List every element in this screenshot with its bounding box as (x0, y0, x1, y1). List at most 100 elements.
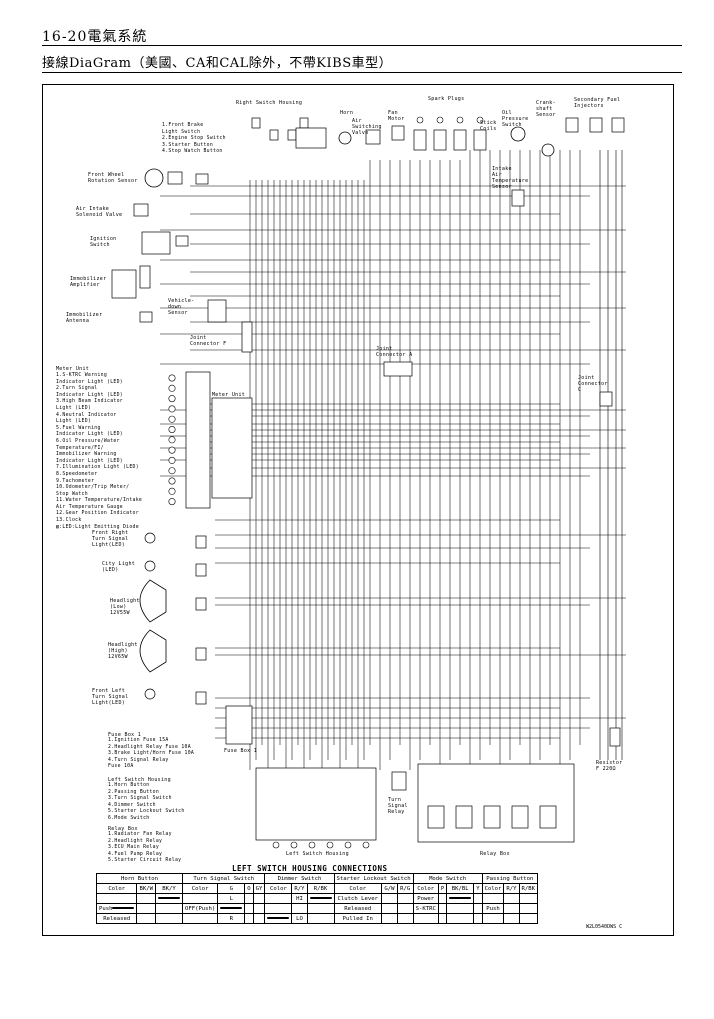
table-cell (518, 913, 539, 924)
relay-box-label: Relay Box (480, 851, 510, 857)
list-item: 2.Turn Signal (56, 386, 98, 392)
table-cell (95, 893, 138, 904)
meter-item-number-icon (168, 477, 176, 485)
table-cell (136, 913, 156, 924)
list-item: Light Switch (162, 129, 201, 135)
list-item: 3.Turn Signal Switch (108, 796, 172, 802)
table-cell: R/Y (291, 883, 308, 894)
turn-signal-relay-label: Turn Signal Relay (388, 797, 408, 815)
diagram-frame (42, 84, 674, 936)
fuse-box-1 (225, 705, 253, 745)
table-cell (181, 893, 219, 904)
table-cell (473, 893, 483, 904)
table-cell: BK/W (136, 883, 156, 894)
horn-icon (338, 131, 352, 145)
table-cell (154, 913, 183, 924)
table-cell: HI (291, 893, 308, 904)
table-cell (264, 913, 293, 924)
list-item: 2.Engine Stop Switch (162, 136, 226, 142)
list-item: 5.Starter Lockout Switch (108, 809, 185, 815)
table-cell (446, 893, 475, 904)
front-left-turn-label: Front Left Turn Signal Light(LED) (92, 688, 129, 706)
meter-unit-connector (211, 397, 253, 499)
relay-icon (539, 805, 557, 829)
switch-number-icon (362, 841, 370, 849)
vehicle-down-sensor (207, 299, 227, 323)
switch-bar-icon (449, 897, 472, 899)
meter-unit-title: Meter Unit (56, 366, 90, 372)
switch-connector (287, 129, 297, 141)
air-switching-valve-label: Air Switching Valve (352, 118, 382, 136)
city-light-icon (144, 560, 156, 572)
table-cell: L (217, 893, 246, 904)
crankshaft-sensor-label: Crank- shaft Sensor (536, 100, 556, 118)
city-light-label: City Light (LED) (102, 561, 136, 573)
list-item: 8.Speedometer (56, 471, 98, 477)
list-item: 2.Headlight Relay Fuse 10A (108, 744, 191, 750)
list-item: 6.Oil Pressure/Water (56, 438, 120, 444)
meter-unit-block (185, 371, 211, 509)
table-cell (446, 913, 475, 924)
left-switch-housing-block (255, 767, 377, 841)
lamp-connector (195, 597, 207, 611)
turn-signal-icon (144, 532, 156, 544)
table-cell (154, 893, 183, 904)
left-switch-title: Left Switch Housing (108, 777, 171, 783)
headlight-high-icon (139, 629, 167, 673)
list-item: 4.Dimmer Switch (108, 802, 156, 808)
table-cell (244, 893, 254, 904)
air-switching-valve (365, 129, 381, 145)
table-cell: R/G (396, 883, 414, 894)
table-cell (396, 893, 414, 904)
headlight-high-label: Headlight (High) 12V65W (108, 642, 138, 660)
list-item: Air Temperature Gauge (56, 504, 123, 510)
list-item: 5.Starter Circuit Relay (108, 858, 182, 864)
turn-signal-icon (144, 688, 156, 700)
relay-icon (427, 805, 445, 829)
table-cell: Color (333, 883, 383, 894)
subtitle-rule (42, 72, 682, 73)
right-switch-housing-label: Right Switch Housing (236, 100, 303, 106)
table-cell (473, 903, 483, 914)
left-switch-housing-label: Left Switch Housing (286, 851, 349, 857)
table-cell (446, 903, 475, 914)
list-item: 1.Horn Button (108, 783, 150, 788)
spark-plug-icon (416, 116, 424, 124)
list-item: 7.Illumination Light (LED) (56, 465, 139, 471)
list-item: 2.Passing Button (108, 789, 160, 795)
table-cell: Color (481, 883, 505, 894)
table-cell: Color (412, 883, 439, 894)
table-cell (437, 893, 448, 904)
intake-air-temp-sensor (511, 189, 525, 207)
table-cell: R/Y (503, 883, 520, 894)
table-cell (306, 913, 335, 924)
air-intake-valve-label: Air Intake Solenoid Valve (76, 206, 123, 218)
table-cell (252, 893, 266, 904)
switch-bar-icon (309, 897, 332, 899)
list-item: 3.ECU Main Relay (108, 845, 160, 851)
list-item: 1.Ignition Fuse 15A (108, 738, 169, 743)
lamp-connector (195, 535, 207, 549)
immobilizer-amplifier-label: Immobilizer Amplifier (70, 276, 107, 288)
table-cell (437, 903, 448, 914)
switch-number-icon (272, 841, 280, 849)
meter-item-number-icon (168, 487, 176, 495)
list-item: 11.Water Temperature/Intake (56, 498, 143, 504)
meter-item-number-icon (168, 456, 176, 464)
list-item: Immobilizer Warning (56, 452, 117, 458)
relay-box-title: Relay Box (108, 826, 138, 832)
table-cell: Clutch Lever (333, 893, 383, 904)
table-cell (244, 903, 254, 914)
table-cell (291, 903, 308, 914)
switch-connector (299, 117, 309, 129)
intake-air-temp-sensor-label: Intake Air Temperature Sensor (492, 166, 529, 190)
table-cell (437, 913, 448, 924)
list-item: Indicator Light (LED) (56, 432, 123, 438)
stick-coils-label: Stick Coils (480, 120, 497, 132)
front-wheel-sensor-label: Front Wheel Rotation Sensor (88, 172, 138, 184)
title-rule (42, 45, 682, 46)
headlight-low-label: Headlight (Low) 12V55W (110, 598, 140, 616)
table-cell (136, 903, 156, 914)
